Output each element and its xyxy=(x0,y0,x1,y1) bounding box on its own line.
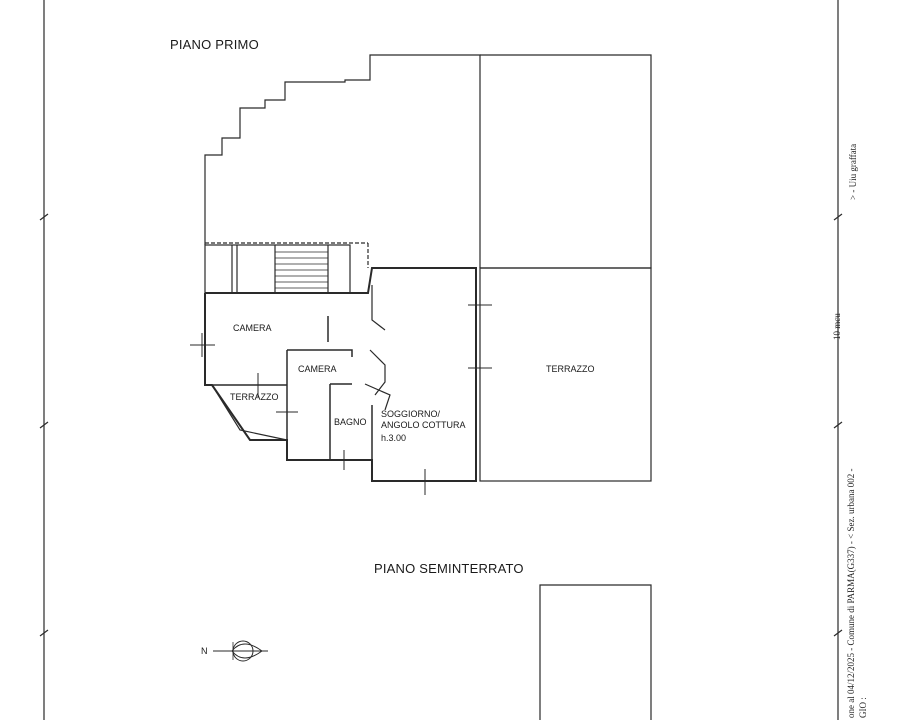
frame-tick xyxy=(39,421,49,429)
upper-right-terrace xyxy=(480,54,652,269)
room-label-terrazzo: TERRAZZO xyxy=(230,392,279,402)
room-label-bagno: BAGNO xyxy=(334,417,367,427)
apartment-outer-wall xyxy=(204,267,477,482)
upper-floor-title: PIANO PRIMO xyxy=(170,37,259,52)
basement-title: PIANO SEMINTERRATO xyxy=(374,561,524,576)
room-label-camera: CAMERA xyxy=(233,323,272,333)
window-marks xyxy=(190,295,492,495)
basement-outline xyxy=(539,584,652,720)
stair-steps xyxy=(275,251,328,289)
large-terrace-outline xyxy=(479,267,652,482)
room-label-terrazzo-large: TERRAZZO xyxy=(546,364,595,374)
margin-note-graffata: > - Uiu graffata xyxy=(848,143,858,200)
room-label-soggiorno: SOGGIORNO/ xyxy=(381,409,441,419)
frame-tick xyxy=(833,421,843,429)
corridor-door xyxy=(364,383,391,411)
small-terrace-outline xyxy=(211,384,288,441)
frame-tick xyxy=(39,629,49,637)
margin-note-fragment: 10 mcu xyxy=(832,313,842,340)
room-height-label: h.3.00 xyxy=(381,433,407,443)
margin-note-cadastral: one al 04/12/2025 - Comune di PARMA(G337… xyxy=(846,468,856,718)
roof-outline xyxy=(204,54,481,268)
frame-tick xyxy=(39,213,49,221)
room-label-angolo-cottura: ANGOLO COTTURA xyxy=(381,420,466,430)
frame-tick xyxy=(833,629,843,637)
soggiorno-door-swing xyxy=(371,285,386,331)
north-arrow-icon xyxy=(213,640,268,662)
corridor-wall xyxy=(369,349,386,396)
north-label: N xyxy=(201,646,208,656)
margin-note-fragment: GIO : xyxy=(858,697,868,718)
room-label-camera: CAMERA xyxy=(298,364,337,374)
camera2-north-wall xyxy=(287,349,353,357)
frame-tick xyxy=(833,213,843,221)
